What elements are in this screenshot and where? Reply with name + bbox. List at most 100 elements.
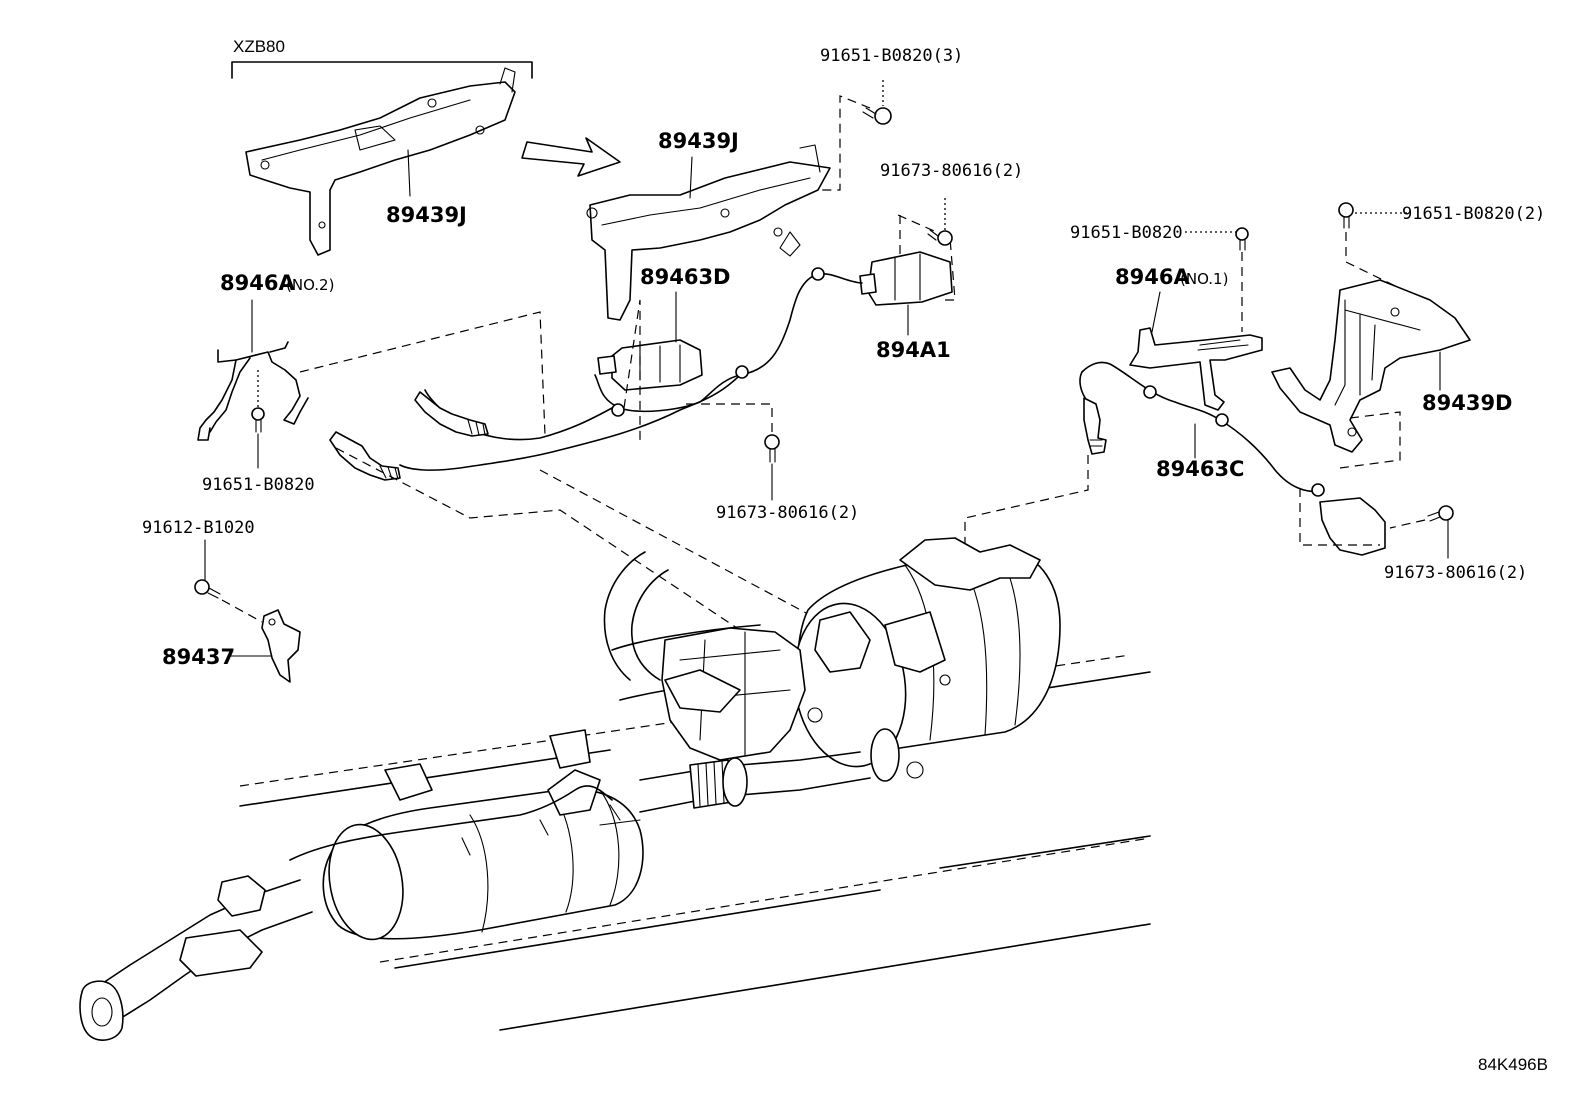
frame-rail xyxy=(499,923,1151,1031)
bolt-shank xyxy=(1343,216,1350,229)
sensor-894a1-detail xyxy=(894,253,921,301)
bolt-shank xyxy=(769,448,776,463)
clamp-8946a-no2-wire xyxy=(235,351,309,425)
sensor-894a1-plug xyxy=(859,273,877,295)
bolt-shank xyxy=(1239,239,1246,251)
dpf-sensor-pipe xyxy=(289,785,613,861)
bolt-shank xyxy=(862,107,877,119)
dash-line xyxy=(299,311,546,436)
dpf-rear-bracket xyxy=(549,729,591,769)
bracket-89439j-center-flange xyxy=(799,144,821,173)
converter-bracket xyxy=(884,611,946,673)
frame-rail-dash xyxy=(379,837,1151,963)
labels: XZB80 89439J 89439J 91651-B0820(3) 91673… xyxy=(142,37,1548,1074)
dash-line xyxy=(964,455,1089,560)
center-lower-bolt-group xyxy=(680,403,780,501)
leader-89439j-upper xyxy=(407,149,411,197)
inlet-flange-hole xyxy=(91,997,113,1027)
harness-grommet xyxy=(735,365,749,379)
clamp-8946a-no2-wire xyxy=(269,341,289,353)
bracket-hole xyxy=(475,125,485,135)
dpf-flange-detail xyxy=(461,804,641,856)
bracket-89439j-center-rib xyxy=(601,177,811,226)
xzb80-bracket-group xyxy=(231,61,533,256)
sensor-89463d-body xyxy=(611,339,703,391)
dash-bolt-91612 xyxy=(221,599,263,623)
label-bolt-center-lower: 91673-80616(2) xyxy=(716,503,859,523)
label-bolt-left-clamp: 91651-B0820 xyxy=(202,475,315,495)
frame-rail xyxy=(394,889,881,969)
inlet-flange xyxy=(79,980,124,1041)
bracket-89439j-upper-rib xyxy=(261,99,471,161)
clamp-8946a-no1-detail xyxy=(1197,339,1249,351)
pipe-flange xyxy=(722,757,748,807)
flange-bolt xyxy=(906,761,924,779)
sensor-894a1-mount-dash xyxy=(897,214,956,301)
bolt-91673-80616-c xyxy=(1438,505,1454,521)
exhaust-assembly xyxy=(79,537,1151,1041)
center-bracket-group xyxy=(586,144,956,391)
bracket-hole xyxy=(773,227,783,237)
label-8946a-no2: 8946A xyxy=(220,271,295,295)
bracket-89439j-center-foot xyxy=(779,231,801,257)
label-8946a-no1-note: (NO.1) xyxy=(1180,270,1228,288)
o2-sensor-thread xyxy=(1089,439,1103,447)
bracket-hole xyxy=(720,208,730,218)
flex-joint-rings xyxy=(697,760,725,807)
label-89439d: 89439D xyxy=(1422,391,1513,415)
converter-heat-shield xyxy=(899,537,1041,591)
dash-line xyxy=(335,447,831,691)
bracket-89439j-upper-flange xyxy=(354,125,396,151)
converter-bracket xyxy=(814,611,871,673)
bracket-hole xyxy=(586,207,598,219)
dash-89439d-box xyxy=(1339,411,1401,469)
bolt-91651-b0820-3 xyxy=(874,107,892,125)
sensor-harness-upper xyxy=(329,267,863,481)
sensor-89463d-connector xyxy=(597,355,617,375)
bracket-89439j-center xyxy=(589,161,831,321)
harness-grommet xyxy=(811,267,825,281)
frame-rail xyxy=(939,835,1151,869)
bracket-hole xyxy=(260,160,270,170)
upper-bolts xyxy=(818,80,953,246)
harness-wire-right xyxy=(1081,361,1321,493)
pipe-hanger xyxy=(217,875,266,917)
front-pipe-flange xyxy=(179,929,263,977)
label-894a1: 894A1 xyxy=(876,338,951,362)
clamp-8946a-no2-wire xyxy=(197,349,237,441)
label-bolt-center-right: 91673-80616(2) xyxy=(880,161,1023,181)
clamp-8946a-no2-wire xyxy=(209,357,251,433)
bracket-89439j-upper xyxy=(245,81,516,256)
clamp-8946a-no2-group xyxy=(197,299,309,469)
bolt-91673-80616-b xyxy=(764,434,780,450)
label-89463d: 89463D xyxy=(640,265,731,289)
catalyst-center-shield xyxy=(664,669,741,713)
dash-bolt-top xyxy=(818,95,871,191)
sensor-894a1-body xyxy=(867,251,953,306)
bolt-shank xyxy=(1427,511,1441,522)
exhaust-downpipe xyxy=(630,569,669,681)
bracket-89439j-tab xyxy=(499,67,516,93)
label-drawing-code: 84K496B xyxy=(1478,1055,1548,1074)
direction-arrow xyxy=(521,137,621,177)
xzb80-bracket-line xyxy=(231,61,533,79)
sensor-mount-dpf xyxy=(547,769,601,816)
dash-right-lower-box xyxy=(1299,488,1380,546)
bracket-89437 xyxy=(261,609,301,683)
bracket-89439d xyxy=(1271,279,1471,453)
label-bolt-right-single: 91651-B0820 xyxy=(1070,223,1183,243)
clamp-8946a-no1 xyxy=(1129,327,1263,411)
assembly-dash-lines xyxy=(299,215,1089,691)
bracket-hole xyxy=(1347,427,1357,437)
harness-grommet xyxy=(1311,483,1325,497)
bolt-shank xyxy=(255,419,262,433)
harness-grommet xyxy=(1143,385,1157,399)
bolt-shank xyxy=(207,587,221,599)
bolt-91612-b1020 xyxy=(194,579,210,595)
flange-bolt xyxy=(939,674,951,686)
dash-line xyxy=(623,299,641,440)
exhaust-mid-pipe xyxy=(639,777,871,813)
dpf-rear-end xyxy=(328,823,404,941)
label-bolt-right-lower: 91673-80616(2) xyxy=(1384,563,1527,583)
